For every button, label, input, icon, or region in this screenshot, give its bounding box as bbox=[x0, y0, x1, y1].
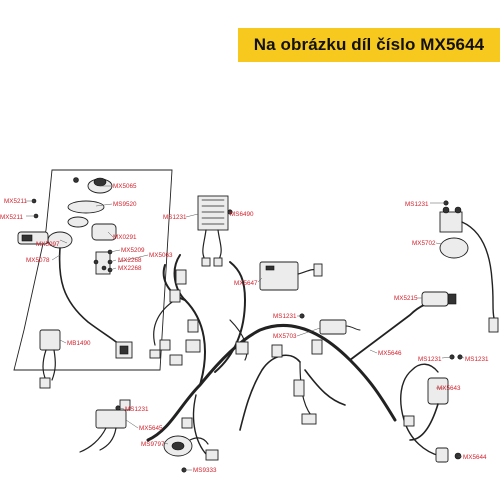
part-label: MX5647 bbox=[234, 280, 258, 287]
part-label: MX0291 bbox=[113, 234, 137, 241]
part-number-banner: Na obrázku díl číslo MX5644 bbox=[238, 28, 500, 62]
part-label: MS9333 bbox=[193, 467, 217, 474]
part-label: MX5644 bbox=[463, 454, 487, 461]
part-label: MX5065 bbox=[113, 183, 137, 190]
harness-connectors bbox=[149, 269, 323, 461]
part-label: MX5643 bbox=[437, 385, 461, 392]
part-label: MS6490 bbox=[230, 211, 254, 218]
part-label: MX2268 bbox=[118, 265, 142, 272]
sensor-unit bbox=[79, 399, 131, 453]
part-label: MX5703 bbox=[273, 333, 297, 340]
flasher-relay bbox=[39, 329, 61, 389]
part-label: MX5063 bbox=[149, 252, 173, 259]
part-label: MX5097 bbox=[36, 241, 60, 248]
part-label: MX5211 bbox=[4, 198, 27, 205]
part-label: MX2268 bbox=[118, 257, 142, 264]
part-label: MX5702 bbox=[412, 240, 436, 247]
part-label: MX5215 bbox=[394, 295, 418, 302]
part-label: MX5646 bbox=[378, 350, 402, 357]
part-label: MX5209 bbox=[121, 247, 145, 254]
part-label: MB1490 bbox=[67, 340, 91, 347]
ignition-coil bbox=[400, 363, 462, 463]
fuse-holder bbox=[421, 291, 457, 307]
cdi-unit bbox=[259, 261, 323, 291]
part-label: MS9520 bbox=[113, 201, 137, 208]
part-label: MS1231 bbox=[418, 356, 442, 363]
part-label: MX5211 bbox=[0, 214, 23, 221]
part-label: MX5645 bbox=[139, 425, 163, 432]
part-label: MS1231 bbox=[163, 214, 187, 221]
regulator-unit bbox=[197, 195, 229, 267]
main-wiring-harness bbox=[146, 254, 441, 459]
banner-title: Na obrázku díl číslo MX5644 bbox=[253, 35, 485, 54]
part-label: MS1231 bbox=[405, 201, 429, 208]
part-label: MS9797 bbox=[141, 441, 165, 448]
starter-relay bbox=[439, 206, 499, 333]
leader-lines bbox=[26, 185, 465, 471]
part-label: MS1231 bbox=[465, 356, 489, 363]
part-labels: MX5211 MX5211 MX5065 MS9520 MX5097 MX029… bbox=[0, 183, 489, 474]
part-label: MS1231 bbox=[125, 406, 149, 413]
ignition-kit-frame bbox=[13, 169, 173, 371]
part-label: MX5078 bbox=[26, 257, 50, 264]
relay-unit bbox=[319, 319, 361, 335]
part-label: MS1231 bbox=[273, 313, 297, 320]
horn bbox=[163, 435, 209, 457]
